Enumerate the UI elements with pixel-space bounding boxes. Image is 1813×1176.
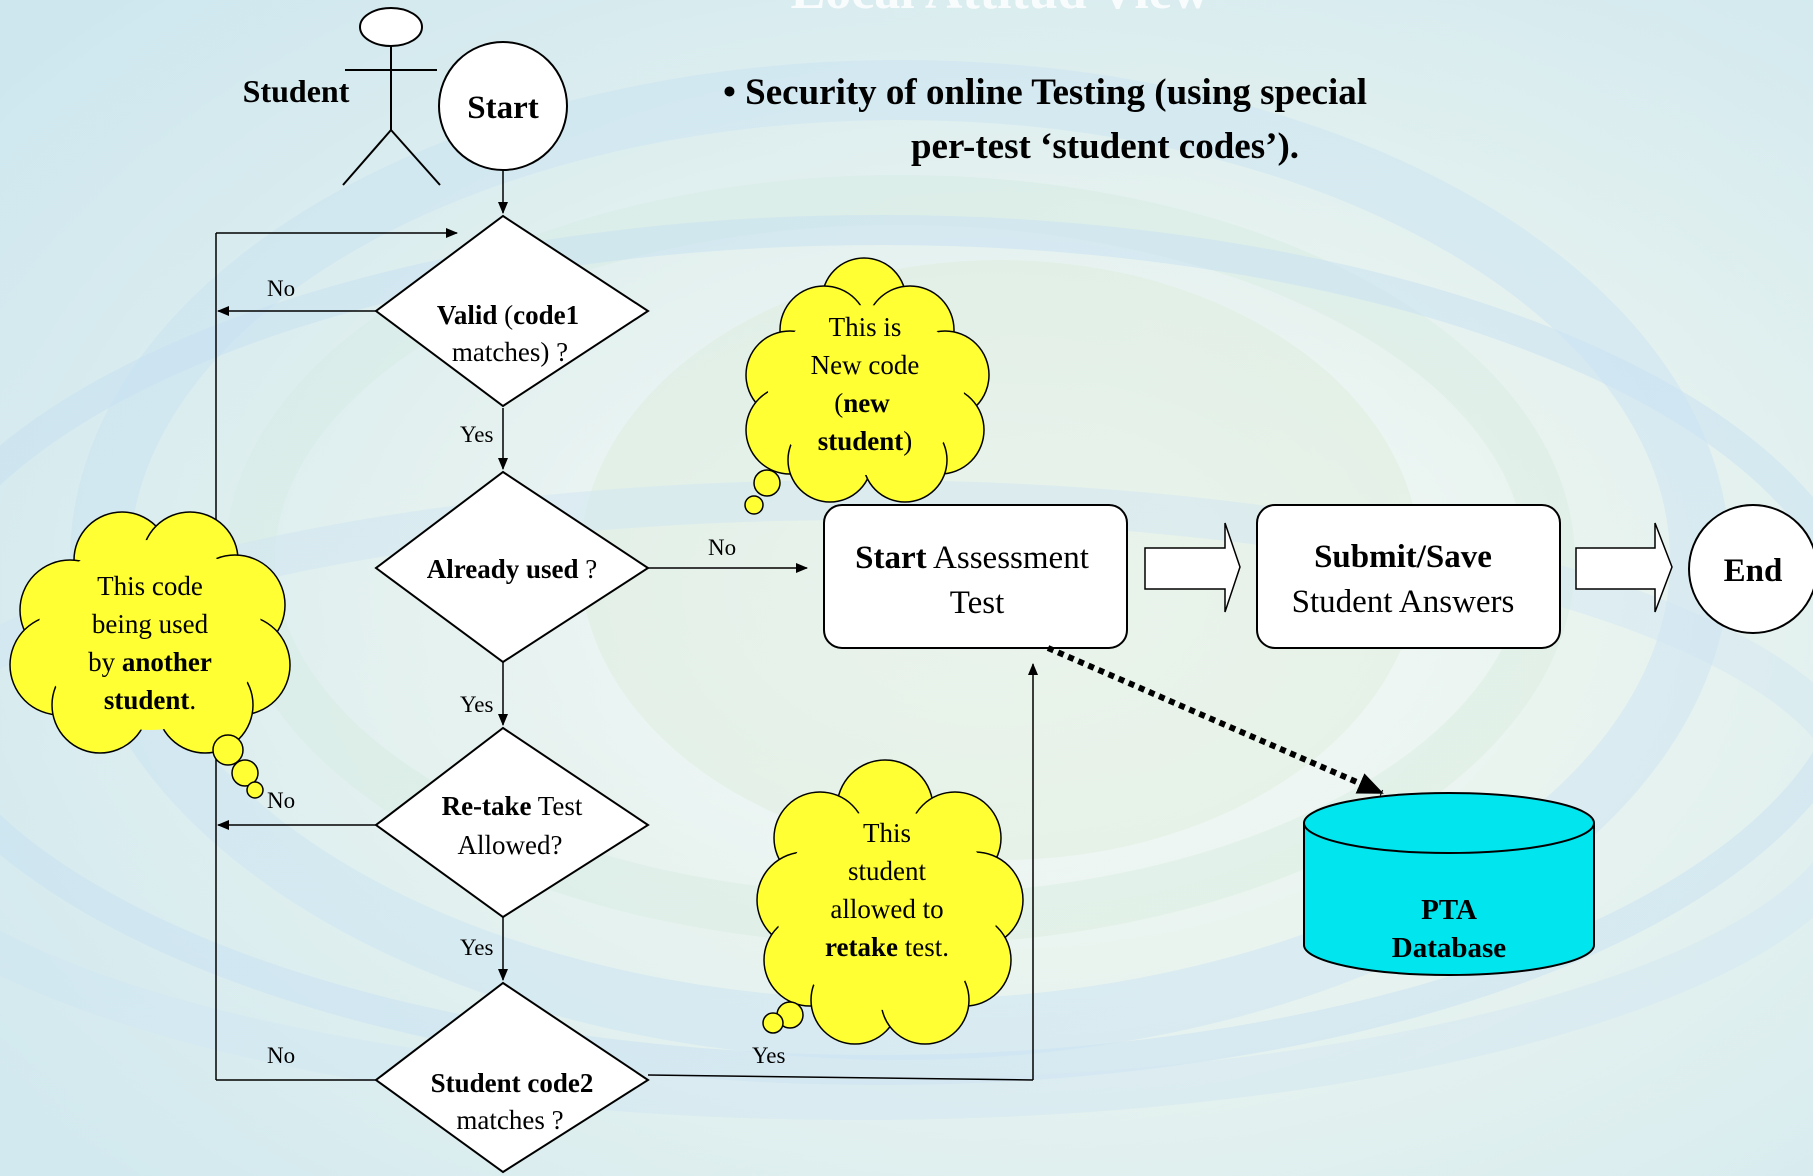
another-l4a: student [104, 685, 190, 715]
svg-text:Re-take Test: Re-take Test [442, 791, 583, 821]
decision-retake-allowed: Re-take Test Allowed? [374, 726, 650, 919]
valid-code1: code1 [513, 300, 579, 330]
submit-line1: Submit/Save [1314, 539, 1492, 575]
retake-callout-l2: student [848, 856, 926, 886]
retake-line2: Allowed? [458, 830, 563, 860]
label-no-code2: No [267, 1043, 295, 1068]
svg-text:retake test.: retake test. [825, 932, 949, 962]
block-arrow-2 [1575, 522, 1673, 613]
another-l4b: . [189, 685, 196, 715]
end-node: End [1688, 504, 1813, 634]
another-l1: This code [97, 571, 203, 601]
actor-label: Student [243, 73, 350, 109]
callout-another-student: This code being used by another student. [9, 511, 291, 799]
label-no-retake: No [267, 788, 295, 813]
another-l3a: by [88, 647, 122, 677]
slide-title-fragment: Local Attitud View [791, 0, 1210, 20]
svg-text:Already used ?: Already used ? [427, 554, 598, 584]
db-line2: Database [1392, 932, 1507, 964]
svg-text:student.: student. [104, 685, 196, 715]
valid-paren: ( [497, 300, 513, 330]
label-yes-retake: Yes [460, 935, 494, 960]
code2-line2: matches ? [456, 1105, 563, 1135]
pta-database-icon: PTA Database [1303, 792, 1595, 976]
label-yes-used: Yes [460, 692, 494, 717]
db-line1: PTA [1421, 894, 1477, 926]
retake-callout-l4b: test. [898, 932, 949, 962]
new-code-l3b: new [843, 388, 890, 418]
new-code-l4b: ) [903, 426, 912, 456]
new-code-l2: New code [811, 350, 920, 380]
submit-line2: Student Answers [1292, 584, 1515, 620]
callout-new-code: This is New code (new student) [744, 257, 990, 515]
label-no-valid: No [267, 276, 295, 301]
main-connectors [215, 170, 1038, 1081]
start-label: Start [467, 90, 538, 126]
db-dotted-arrow [1046, 645, 1384, 796]
student-actor-icon [342, 7, 441, 186]
retake-callout-l1: This [863, 818, 911, 848]
new-code-l1: This is [829, 312, 902, 342]
decision-valid-code1: Valid (code1 matches) ? [374, 214, 650, 408]
svg-text:Valid (code1: Valid (code1 [437, 300, 579, 330]
retake-callout-l3: allowed to [830, 894, 943, 924]
another-l3b: another [122, 647, 212, 677]
code2-line1: Student code2 [431, 1068, 594, 1098]
label-no-used: No [708, 535, 736, 560]
decision-already-used: Already used ? [374, 470, 650, 664]
start-test-bold: Start [855, 540, 926, 576]
bullet-line-2: per-test ‘student codes’). [911, 126, 1299, 167]
retake-callout-l4a: retake [825, 932, 898, 962]
start-test-assessment: Assessment [927, 540, 1089, 576]
submit-save-box: Submit/Save Student Answers [1256, 504, 1561, 649]
retake-test: Test [532, 791, 583, 821]
svg-text:by another: by another [88, 647, 212, 677]
label-yes-code2: Yes [752, 1043, 786, 1068]
label-yes-valid: Yes [460, 422, 494, 447]
new-code-l3a: ( [834, 388, 843, 418]
valid-line2: matches) ? [452, 337, 568, 367]
bullet-line-1: • Security of online Testing (using spec… [723, 72, 1367, 113]
already-used-bold: Already used [427, 554, 579, 584]
svg-text:(new: (new [834, 388, 890, 418]
svg-text:student): student) [818, 426, 913, 456]
start-test-line2: Test [950, 585, 1005, 621]
start-node: Start [438, 41, 568, 171]
already-used-q: ? [579, 554, 598, 584]
decision-student-code2: Student code2 matches ? [374, 981, 650, 1174]
callout-retake: This student allowed to retake test. [756, 759, 1024, 1045]
valid-bold: Valid [437, 300, 498, 330]
end-label: End [1724, 553, 1783, 589]
retake-bold: Re-take [442, 791, 532, 821]
svg-text:Start Assessment: Start Assessment [855, 540, 1089, 576]
start-assessment-test-box: Start Assessment Test [823, 504, 1128, 649]
another-l2: being used [92, 609, 209, 639]
new-code-l4a: student [818, 426, 904, 456]
block-arrow-1 [1144, 522, 1241, 613]
